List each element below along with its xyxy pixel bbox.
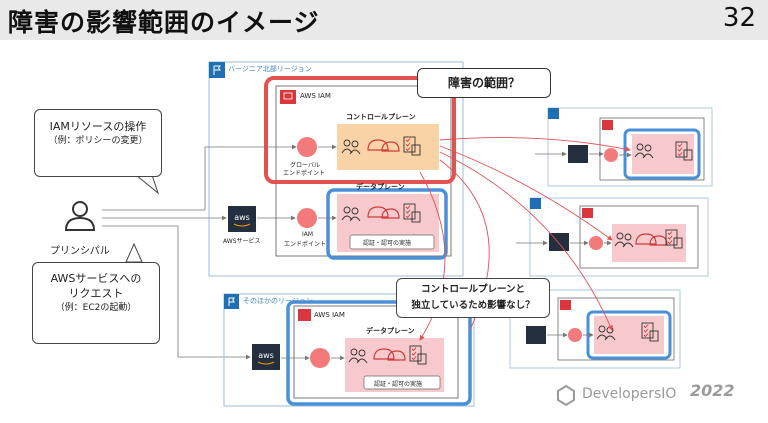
region-other-box xyxy=(223,293,475,407)
data-plane-label-other: データプレーン xyxy=(366,327,415,335)
region-right-1 xyxy=(547,107,713,187)
global-endpoint-label-1: グローバル xyxy=(290,162,320,169)
callout-independent: コントロールプレーンと 独立しているため影響なし？ xyxy=(396,278,550,318)
svg-text:aws: aws xyxy=(258,351,274,360)
auth-box-virginia xyxy=(349,234,435,250)
principal-user-icon xyxy=(64,201,96,231)
auth-label-virginia: 認証・認可の実施 xyxy=(363,240,412,247)
developersio-logo-icon xyxy=(557,384,575,407)
iam-endpoint-label-2: エンドポイント xyxy=(284,241,327,248)
principal-label: プリンシパル xyxy=(50,246,110,257)
page-number: 32 xyxy=(722,3,756,33)
blue-highlight-virginia xyxy=(326,188,448,260)
footer-brand: DevelopersIO xyxy=(582,386,677,402)
region-virginia-label: バージニア北部リージョン xyxy=(228,65,312,73)
slide-title: 障害の影響範囲のイメージ xyxy=(8,8,320,37)
aws-service-label: AWSサービス xyxy=(223,238,261,245)
region-virginia-box xyxy=(208,61,464,277)
control-plane-label: コントロールプレーン xyxy=(346,113,416,121)
iam-icon xyxy=(280,90,296,104)
region-right-3 xyxy=(509,289,681,369)
aws-logo-icon xyxy=(228,206,256,232)
data-plane-label-virginia: データプレーン xyxy=(356,183,405,191)
blue-highlight-other xyxy=(286,300,472,406)
auth-label-other: 認証・認可の実施 xyxy=(374,381,423,388)
title-bar: 障害の影響範囲のイメージ 32 xyxy=(0,0,768,40)
footer-year: 2022 xyxy=(690,381,735,400)
callout-aws-request: AWSサービスへの リクエスト （例：EC2の起動） xyxy=(32,262,160,344)
callout-iam-operation: IAMリソースの操作 （例：ポリシーの変更） xyxy=(34,109,162,177)
global-endpoint-label-2: エンドポイント xyxy=(283,170,326,177)
iam-endpoint-label-1: IAM xyxy=(302,231,314,238)
red-highlight xyxy=(264,76,456,184)
aws-logo-text: aws xyxy=(234,213,250,222)
iam-endpoint-circle xyxy=(297,208,317,228)
aws-iam-label-other: AWS IAM xyxy=(314,311,345,319)
aws-iam-label-virginia: AWS IAM xyxy=(300,92,331,100)
global-endpoint-circle xyxy=(297,137,317,157)
aws-iam-box-other xyxy=(293,305,459,399)
aws-iam-box-virginia xyxy=(275,85,452,257)
callout-question: 障害の範囲？ xyxy=(417,68,551,98)
region-other-label: そのほかのリージョン xyxy=(243,297,313,305)
region-right-2 xyxy=(529,197,709,277)
